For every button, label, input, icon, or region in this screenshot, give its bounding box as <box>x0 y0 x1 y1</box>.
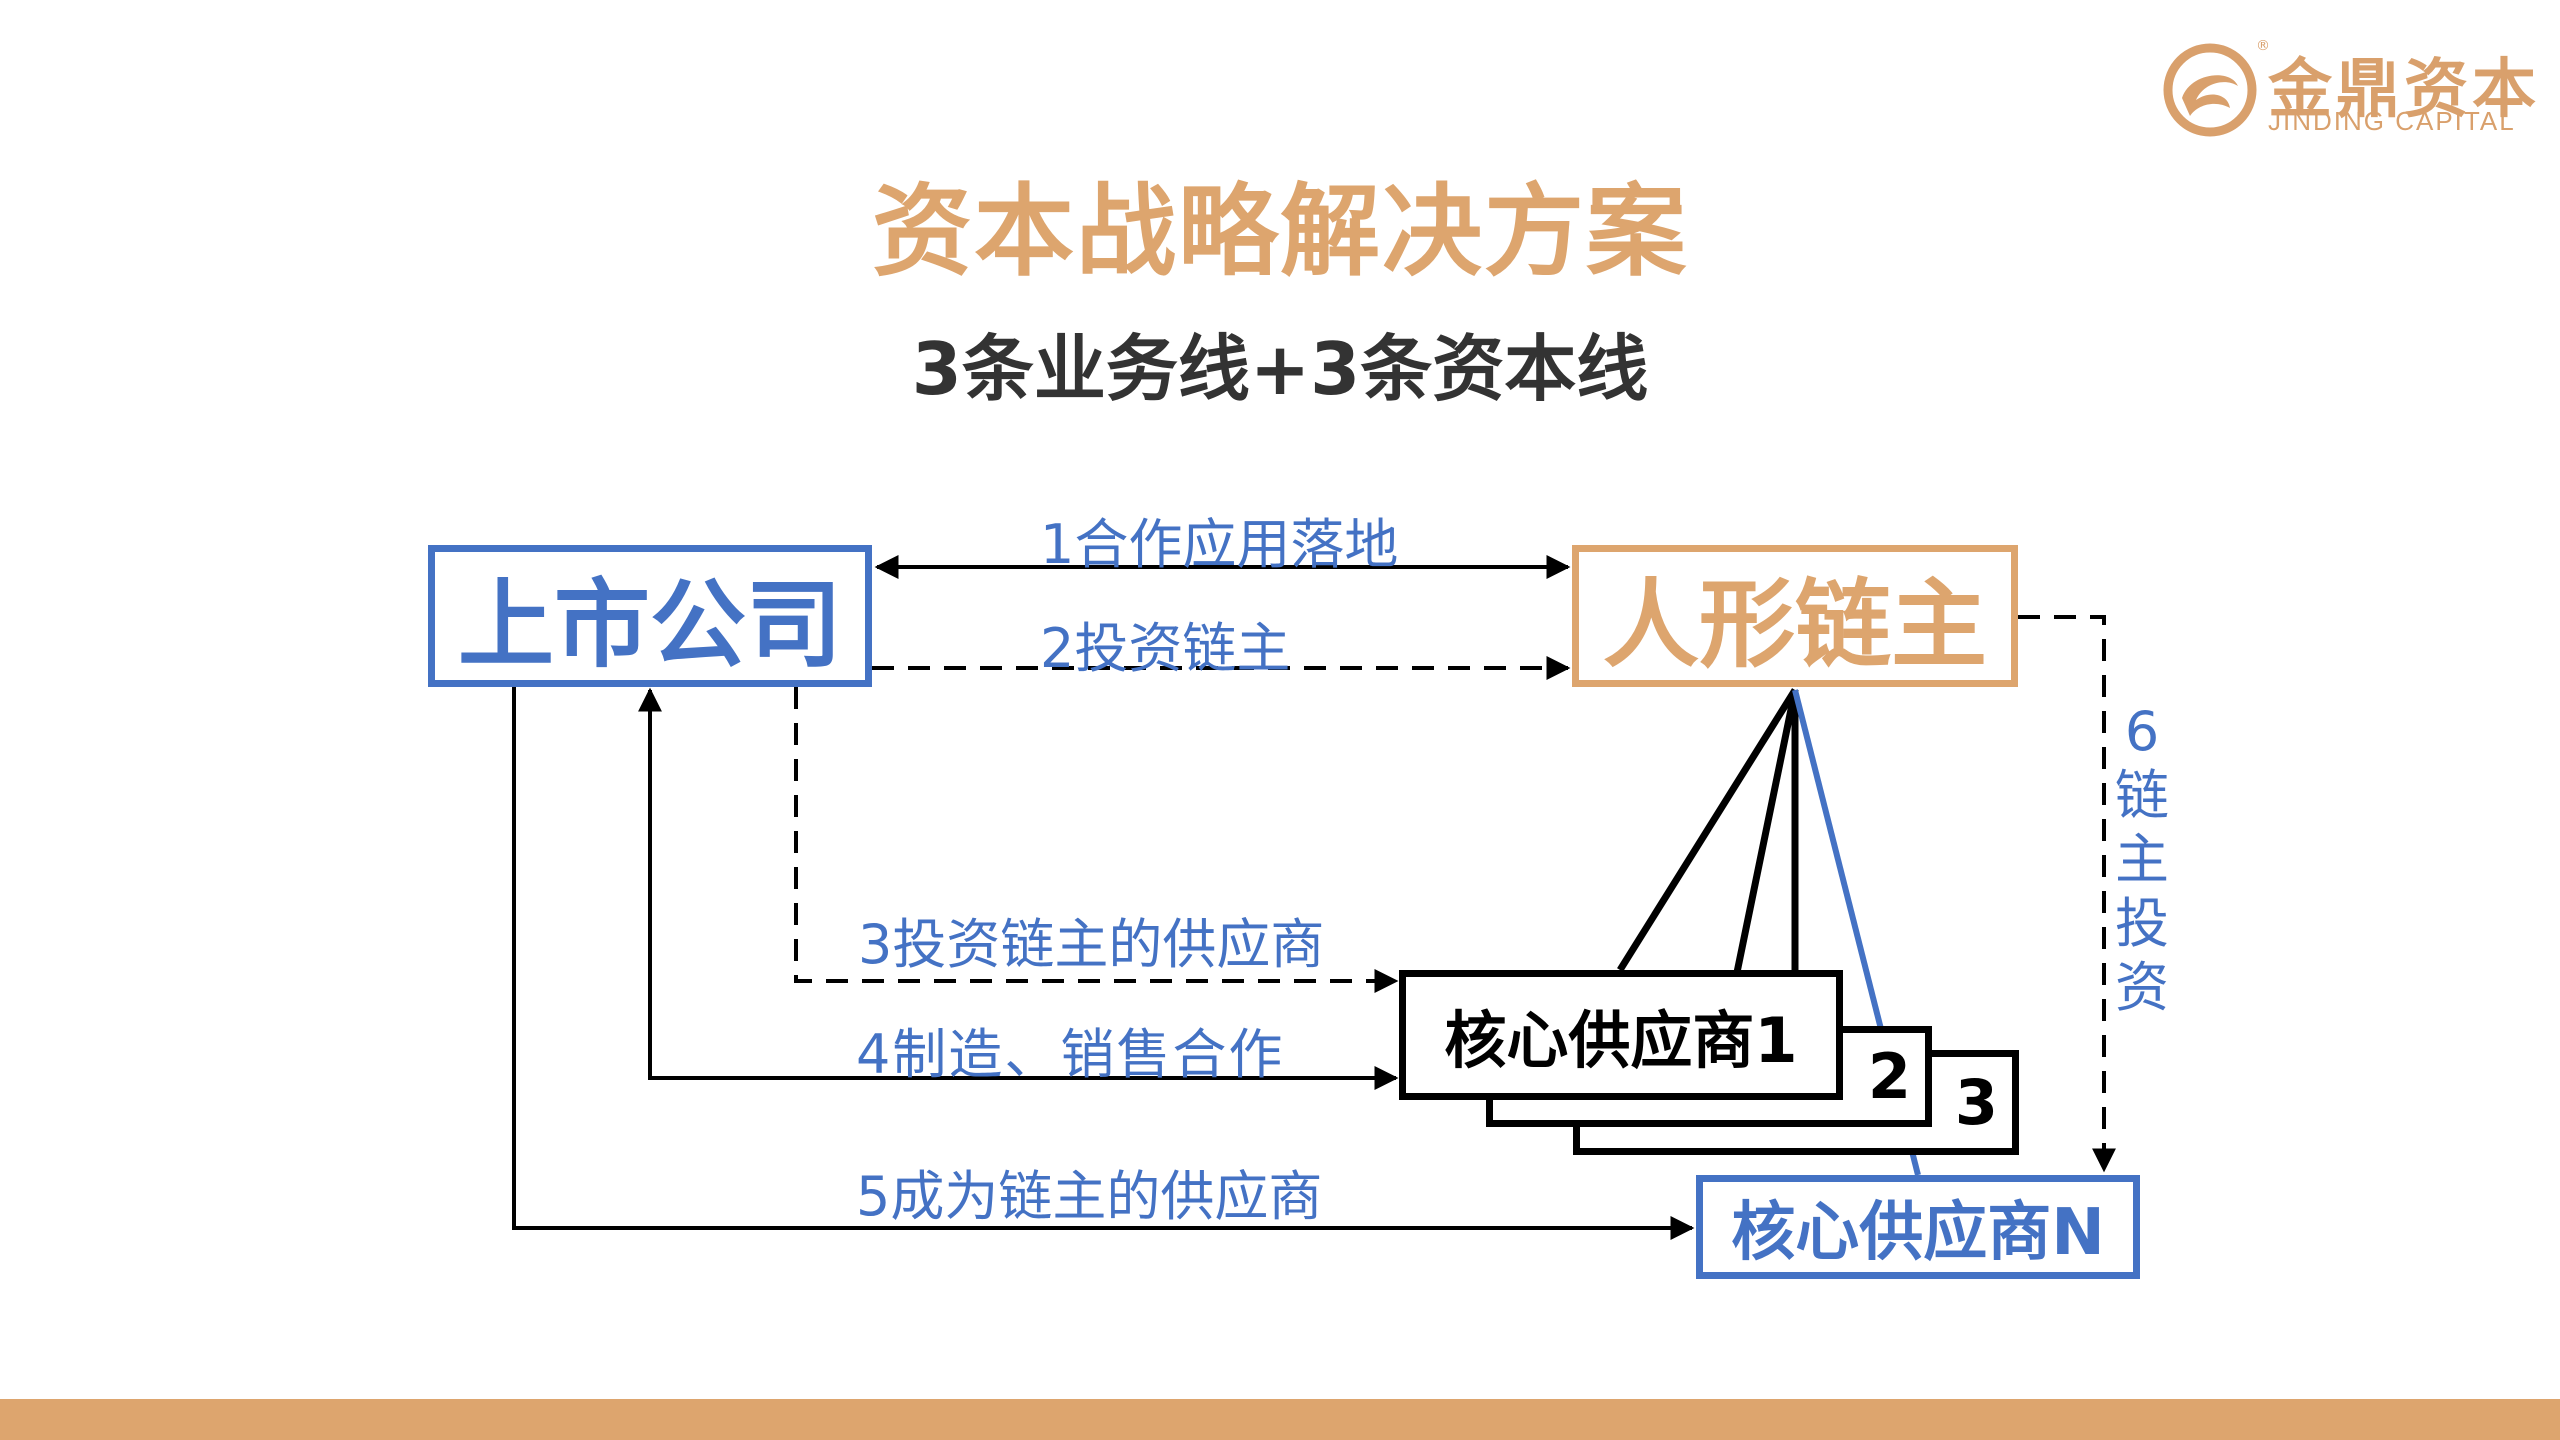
edge-3-label: 3投资链主的供应商 <box>858 913 1325 976</box>
node-listed-company: 上市公司 <box>428 545 872 687</box>
fan-line-supplier-1 <box>1617 688 1798 972</box>
edge-6-label: 6链主投资 <box>2115 700 2169 1019</box>
edge-4-line <box>638 687 1399 1090</box>
logo-registered-mark: ® <box>2256 38 2270 54</box>
edge-5-line <box>512 687 1695 1240</box>
logo-emblem-icon <box>2163 43 2257 137</box>
node-supplier-n: 核心供应商N <box>1696 1175 2140 1279</box>
edge-5-label: 5成为链主的供应商 <box>856 1165 1323 1228</box>
edge-1-label: 1合作应用落地 <box>1040 513 1399 576</box>
bottom-accent-bar <box>0 1399 2560 1440</box>
page-subtitle: 3条业务线+3条资本线 <box>911 327 1649 411</box>
node-chain-master: 人形链主 <box>1572 545 2018 687</box>
edge-6-line <box>2018 615 2116 1173</box>
page-title: 资本战略解决方案 <box>872 173 1688 290</box>
edge-4-label: 4制造、销售合作 <box>856 1023 1285 1086</box>
company-logo: ® 金鼎资本 JINDING CAPITAL <box>2160 38 2536 138</box>
logo-name-en: JINDING CAPITAL <box>2268 106 2516 136</box>
node-supplier-1: 核心供应商1 <box>1399 970 1843 1100</box>
edge-2-label: 2投资链主 <box>1040 617 1291 680</box>
logo-name: 金鼎资本 <box>2268 53 2540 127</box>
